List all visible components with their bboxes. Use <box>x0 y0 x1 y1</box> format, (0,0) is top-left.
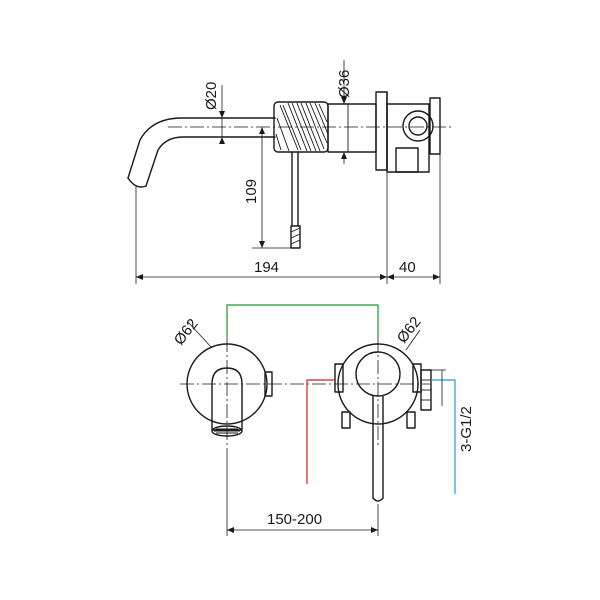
dim-length: 194 40 <box>135 154 441 284</box>
spout-tip <box>127 177 147 188</box>
label-thread: 3-G1/2 <box>458 406 475 452</box>
dim-spacing: 150-200 <box>226 448 379 536</box>
lever-front <box>372 395 384 502</box>
front-view: Ø62 Ø62 3-G1/2 150-200 <box>171 304 475 536</box>
dim-thread: 3-G1/2 <box>431 369 475 452</box>
spout <box>127 117 276 187</box>
hot-line <box>306 379 334 484</box>
label-spacing: 150-200 <box>267 511 322 528</box>
label-spout-dia: Ø20 <box>203 82 220 110</box>
side-view: Ø20 Ø36 109 194 <box>127 60 452 284</box>
mixer-body <box>327 103 377 153</box>
dim-body-dia: Ø36 <box>336 60 353 164</box>
mix-line <box>226 304 379 338</box>
lever <box>290 151 301 249</box>
dim-spout-dia: Ø20 <box>203 82 225 144</box>
label-body-dia: Ø36 <box>336 70 353 98</box>
dim-plate-left: Ø62 <box>171 316 213 348</box>
label-depth: 40 <box>399 259 416 276</box>
dim-height: 109 <box>243 127 292 249</box>
label-height: 109 <box>243 179 260 204</box>
label-length: 194 <box>254 259 279 276</box>
dim-plate-right: Ø62 <box>394 314 425 351</box>
in-wall-valve <box>386 97 441 173</box>
wall-flange <box>375 91 388 171</box>
cold-line <box>431 379 456 494</box>
